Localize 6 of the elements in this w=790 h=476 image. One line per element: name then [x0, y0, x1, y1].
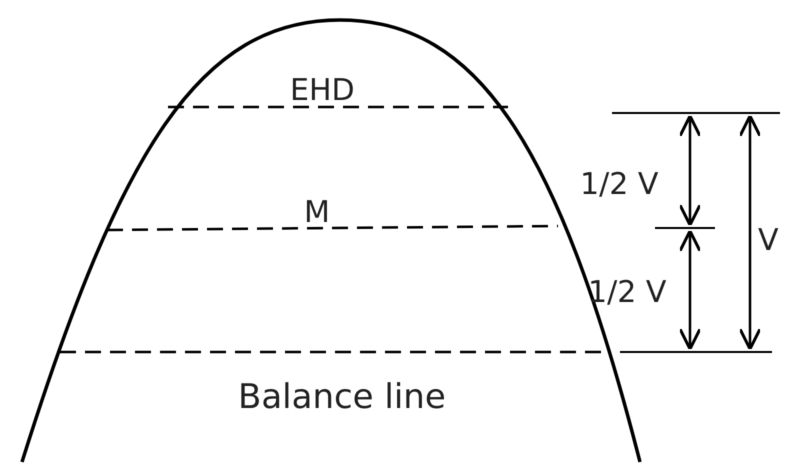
curve-label: EHD [290, 76, 355, 106]
curve-label: M [304, 198, 330, 228]
dimension-label: 1/2 V [580, 170, 658, 200]
dimension-label: 1/2 V [588, 278, 666, 308]
dimension-label: V [758, 226, 779, 256]
curve-label: Balance line [238, 380, 446, 414]
